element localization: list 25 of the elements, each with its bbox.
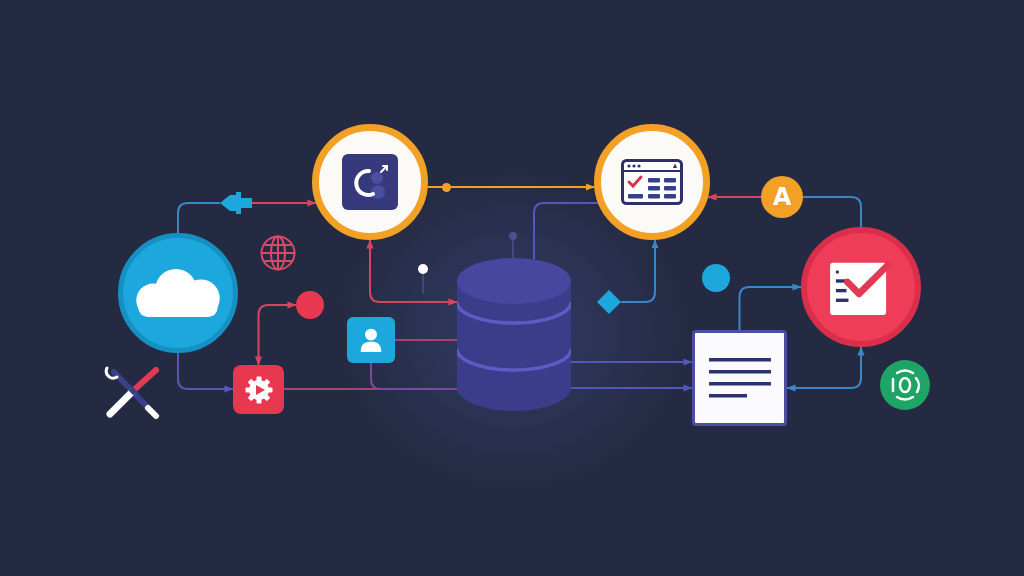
arrow [366,239,458,306]
arrow [251,199,317,207]
connector-line [802,196,862,228]
user-tile [347,317,395,363]
arrow [738,283,802,331]
connector-line [177,202,221,234]
arrow [707,193,762,201]
connector-line [533,202,599,261]
arrow [786,346,865,392]
arrow [177,352,234,393]
dot-icon [296,291,324,319]
plug-icon [220,192,252,214]
letter-label: A [772,185,792,209]
arrow [254,301,297,366]
connector-line [370,362,458,390]
arrow [570,384,693,392]
connector-line [394,339,458,341]
database-cylinder [457,257,571,413]
arrow [570,358,693,366]
letter-circle [761,176,803,218]
document-card [692,330,787,426]
arrow [426,183,596,191]
diamond-node [597,290,621,314]
arrow [620,238,659,303]
app-tile [233,365,284,414]
